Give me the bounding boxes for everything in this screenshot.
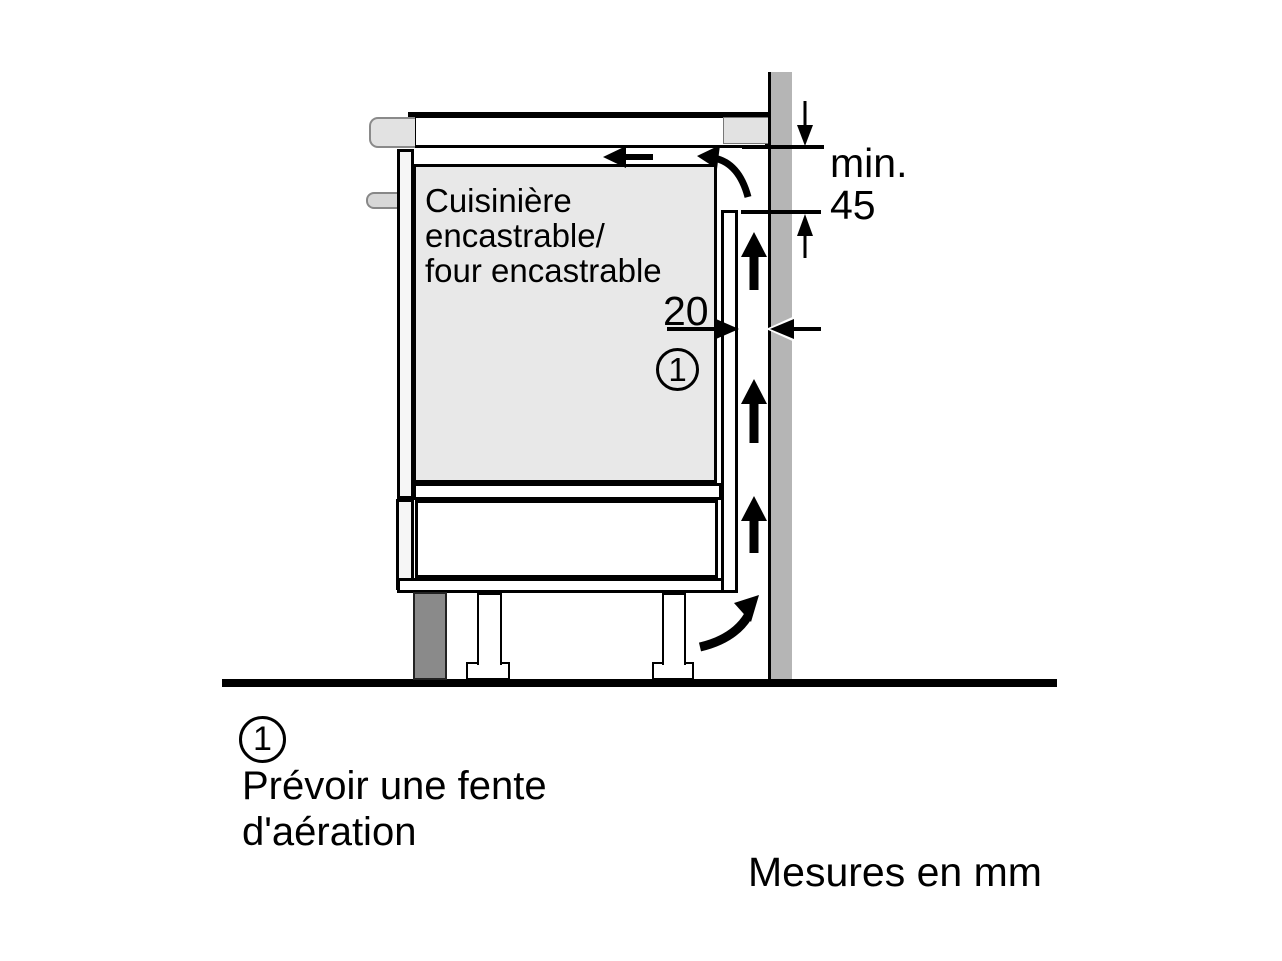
cabinet-leg-right xyxy=(662,593,686,665)
airflow-up-arrow-3-icon xyxy=(741,496,767,553)
legend-note-line1: Prévoir une fente xyxy=(242,764,547,808)
cabinet-side-panel xyxy=(721,210,738,593)
top-clearance-up-arrow-icon xyxy=(797,214,813,258)
oven-handle xyxy=(366,192,399,209)
appliance-label-line3: four encastrable xyxy=(425,252,662,289)
cooktop-glass-line xyxy=(408,112,768,117)
oven-door-front xyxy=(397,149,414,499)
top-clearance-value: 45 xyxy=(830,182,876,228)
top-clearance-label: min. xyxy=(830,140,908,186)
plinth-panel xyxy=(413,592,447,680)
built-in-oven-body: Cuisinière encastrable/ four encastrable xyxy=(413,164,717,483)
units-note: Mesures en mm xyxy=(748,849,1042,895)
callout-1-badge: 1 xyxy=(656,348,699,391)
top-clearance-down-arrow-icon xyxy=(797,101,813,146)
floor-line xyxy=(222,679,1057,687)
cabinet-bottom-rail xyxy=(397,578,738,593)
appliance-label-line2: encastrable/ xyxy=(425,217,605,254)
airflow-up-arrow-2-icon xyxy=(741,379,767,443)
cooktop-trim-right xyxy=(723,117,768,144)
legend-callout-badge: 1 xyxy=(239,716,286,763)
drawer-front xyxy=(396,499,414,590)
rear-gap-value: 20 xyxy=(663,288,709,334)
cooktop-trim-left xyxy=(369,117,415,148)
countertop xyxy=(413,115,768,148)
cabinet-drawer xyxy=(415,500,718,578)
appliance-label-line1: Cuisinière xyxy=(425,182,572,219)
airflow-curve-bottom-arrow-icon xyxy=(698,595,759,652)
cabinet-shelf xyxy=(413,483,722,500)
wall-panel xyxy=(768,72,792,679)
cabinet-leg-left xyxy=(477,593,502,665)
legend-note-line2: d'aération xyxy=(242,810,417,854)
legend-callout-number: 1 xyxy=(253,720,272,758)
airflow-up-arrow-1-icon xyxy=(741,232,767,290)
callout-1-number: 1 xyxy=(668,350,687,388)
